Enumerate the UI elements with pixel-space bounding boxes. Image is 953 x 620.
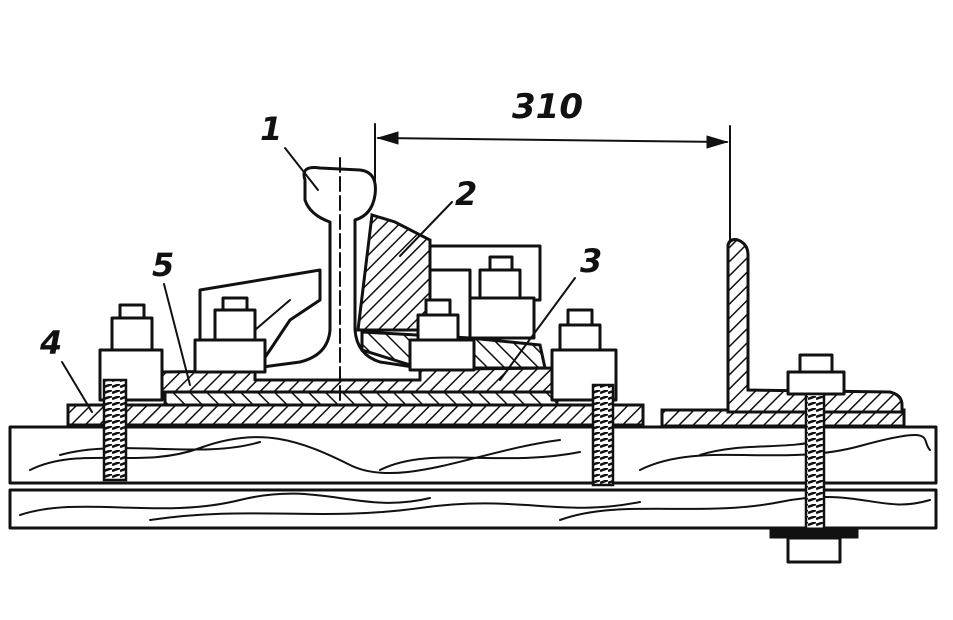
guard-angle [726,238,904,414]
pad-layer [163,390,559,407]
callout-label-3: 3 [580,242,602,280]
callout-label-4: 4 [39,324,62,362]
bolt-right [550,308,618,487]
callout-label-1: 1 [260,110,282,148]
callout-4: 4 [39,324,93,413]
lower-timber-beam [8,488,938,530]
dimension-310: 310 [374,87,731,241]
rail-profile [253,166,422,382]
base-plate-left [66,403,645,427]
bolt-left-inner [193,296,267,374]
callout-label-5: 5 [152,246,174,284]
callout-3: 3 [499,242,602,381]
bolt-center [408,298,476,372]
callout-2: 2 [399,175,477,257]
bolt-left-outer [98,303,164,482]
dimension-value: 310 [512,87,583,127]
upper-timber-beam [8,425,938,485]
wedge-clamp-2 [356,213,432,332]
bolt-center-right [468,255,536,340]
callout-5: 5 [152,246,191,386]
callout-label-2: 2 [455,175,477,213]
bolt-far-right [769,353,859,564]
callout-1: 1 [260,110,319,191]
